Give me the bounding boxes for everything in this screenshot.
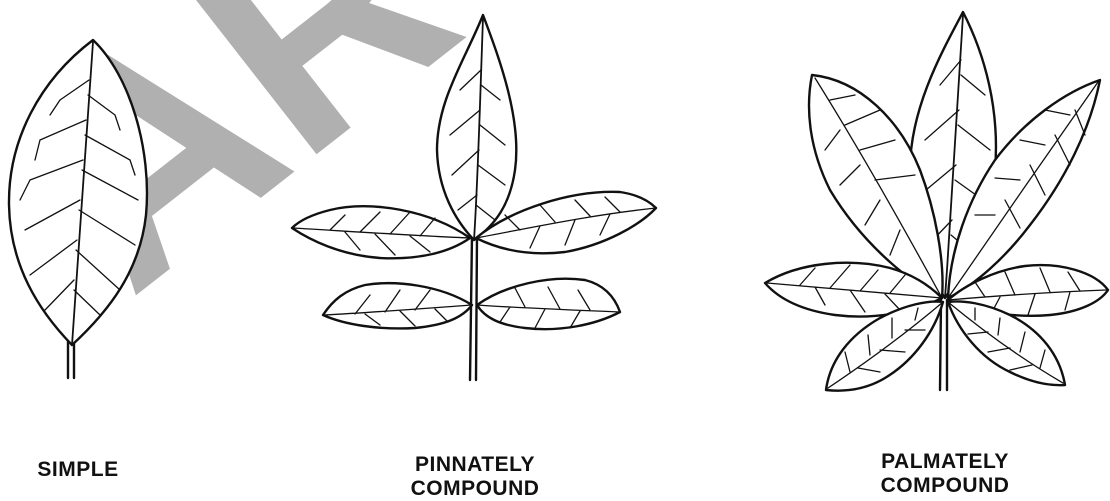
caption-pinnate-line-1: PINNATELY (360, 453, 590, 477)
pinnate-lower-left-leaflet (323, 283, 472, 328)
caption-pinnately-compound: PINNATELY COMPOUND (360, 453, 590, 501)
caption-simple: SIMPLE (18, 458, 138, 482)
caption-pinnate-line-2: COMPOUND (360, 477, 590, 501)
pinnate-lower-right-leaflet (477, 279, 620, 329)
pinnate-upper-left-leaflet (292, 206, 470, 258)
palmate-petiole (940, 300, 947, 390)
caption-palmate-line-2: COMPOUND (830, 474, 1060, 498)
caption-simple-line-1: SIMPLE (18, 458, 138, 482)
palmate-leaf (765, 12, 1108, 391)
caption-palmate-line-1: PALMATELY (830, 450, 1060, 474)
caption-palmately-compound: PALMATELY COMPOUND (830, 450, 1060, 498)
